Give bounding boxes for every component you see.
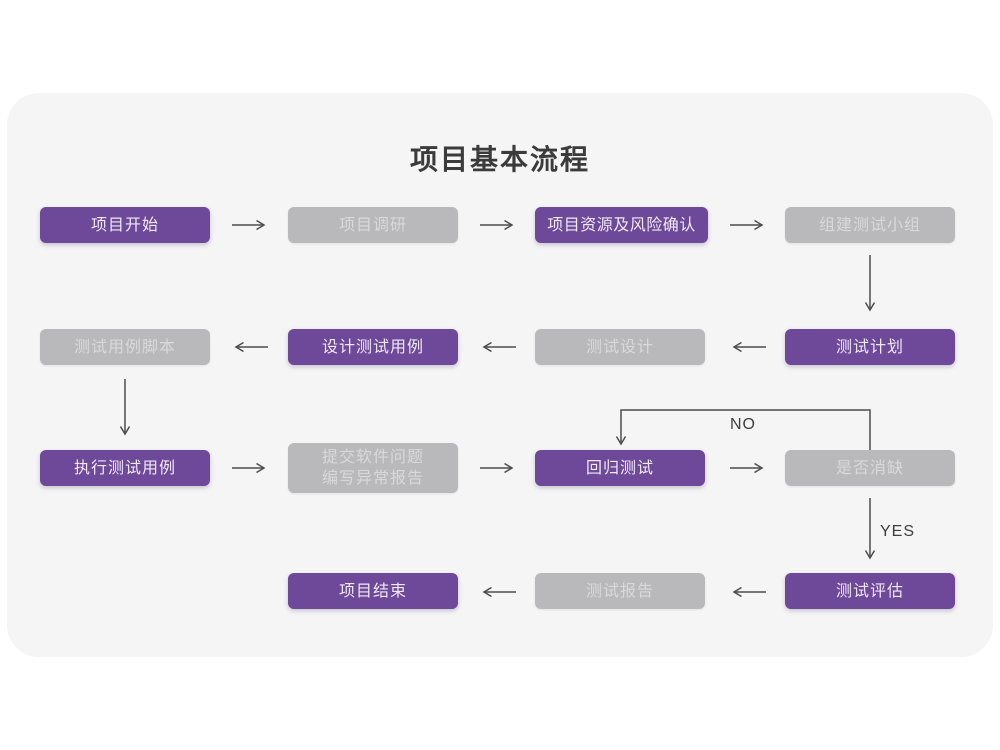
node-project-end: 项目结束 — [288, 573, 458, 609]
page-title: 项目基本流程 — [409, 144, 590, 175]
node-test-plan: 测试计划 — [785, 329, 955, 365]
edge-label-no: NO — [730, 416, 756, 433]
node-test-design: 测试设计 — [535, 329, 705, 365]
node-design-test-case: 设计测试用例 — [288, 329, 458, 365]
node-test-case-script: 测试用例脚本 — [40, 329, 210, 365]
node-defect-cleared: 是否消缺 — [785, 450, 955, 486]
node-build-test-team: 组建测试小组 — [785, 207, 955, 243]
node-test-report: 测试报告 — [535, 573, 705, 609]
node-project-research: 项目调研 — [288, 207, 458, 243]
node-submit-issues: 提交软件问题 编写异常报告 — [288, 443, 458, 493]
node-project-start: 项目开始 — [40, 207, 210, 243]
node-run-test-case: 执行测试用例 — [40, 450, 210, 486]
flowchart-card — [7, 93, 993, 657]
edge-label-yes: YES — [880, 523, 916, 540]
node-regression-test: 回归测试 — [535, 450, 705, 486]
node-resources-risk: 项目资源及风险确认 — [535, 207, 708, 243]
node-test-evaluation: 测试评估 — [785, 573, 955, 609]
